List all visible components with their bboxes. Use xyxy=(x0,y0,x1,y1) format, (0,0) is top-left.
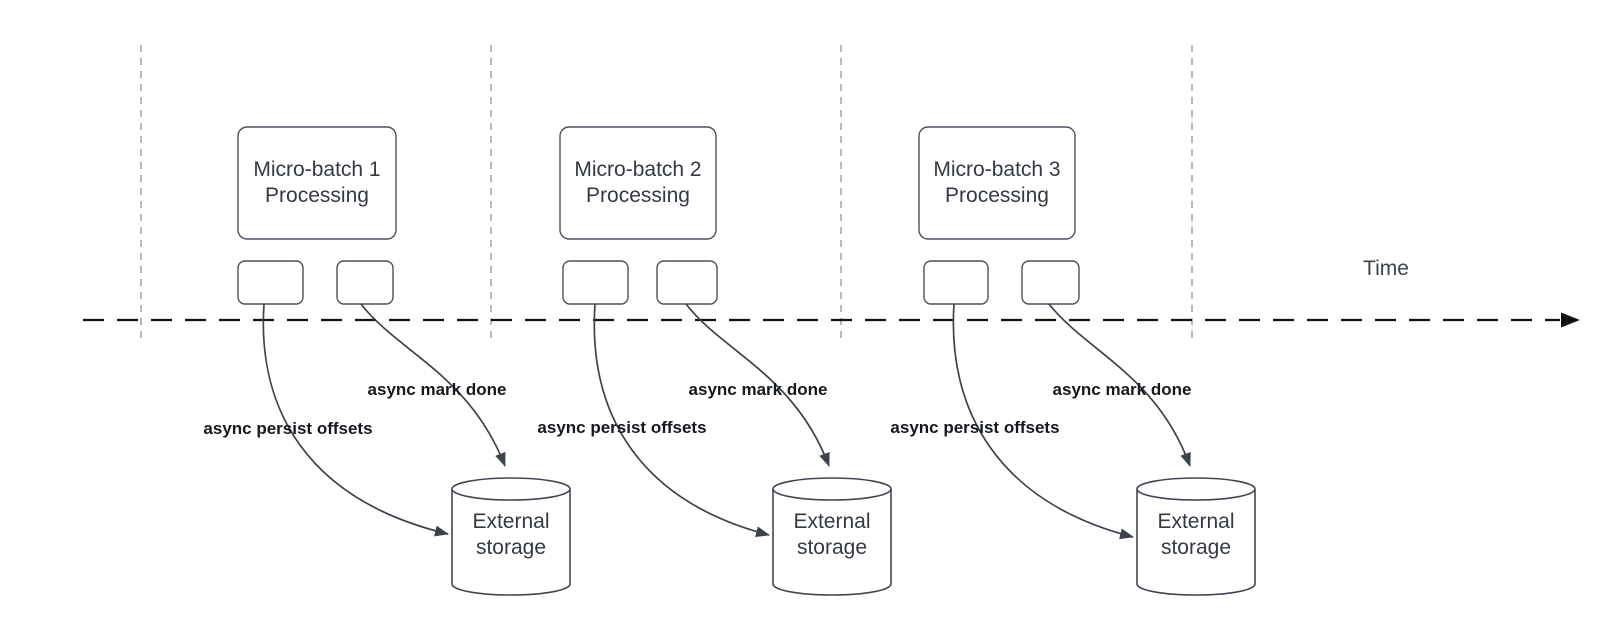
microbatch-2-storage-label-line1: External xyxy=(793,510,870,533)
microbatch-1-box-title-line2: Processing xyxy=(265,184,369,207)
microbatch-2-group: Micro-batch 2 Processing async persist o… xyxy=(537,126,892,596)
microbatch-2-persist-arrow xyxy=(593,303,770,538)
microbatch-2-box-title-line2: Processing xyxy=(586,184,690,207)
microbatch-2-box xyxy=(559,126,717,240)
microbatch-3-storage-cylinder: External storage xyxy=(1136,477,1256,596)
microbatch-1-done-arrow xyxy=(360,303,506,467)
time-axis-arrowhead xyxy=(1561,312,1580,328)
microbatch-1-storage-label-line1: External xyxy=(472,510,549,533)
microbatch-2-done-box xyxy=(656,260,718,305)
microbatch-3-persist-label: async persist offsets xyxy=(890,418,1059,437)
time-axis: Time xyxy=(83,257,1580,328)
microbatch-3-done-arrow xyxy=(1048,303,1191,467)
microbatch-1-box xyxy=(237,126,397,240)
microbatch-3-storage-label-line1: External xyxy=(1157,510,1234,533)
microbatch-3-persist-arrow xyxy=(952,303,1134,540)
microbatch-1-done-box xyxy=(336,260,394,305)
microbatch-2-offset-box xyxy=(562,260,629,305)
microbatch-2-storage-label-line2: storage xyxy=(797,536,867,559)
microbatch-1-box-title-line1: Micro-batch 1 xyxy=(253,158,380,181)
microbatch-1-offset-box xyxy=(237,260,304,305)
microbatch-3-done-box xyxy=(1021,260,1080,305)
microbatch-3-group: Micro-batch 3 Processing async persist o… xyxy=(890,126,1256,596)
microbatch-2-done-arrow xyxy=(685,303,830,467)
microbatch-2-done-label: async mark done xyxy=(689,380,828,399)
microbatch-1-done-label: async mark done xyxy=(368,380,507,399)
microbatch-2-persist-label: async persist offsets xyxy=(537,418,706,437)
microbatch-3-done-label: async mark done xyxy=(1053,380,1192,399)
microbatch-1-storage-cylinder: External storage xyxy=(451,477,571,596)
microbatch-2-storage-cylinder: External storage xyxy=(772,477,892,596)
microbatch-3-offset-box xyxy=(923,260,989,305)
microbatch-1-group: Micro-batch 1 Processing async persist o… xyxy=(203,126,571,596)
microbatch-3-storage-label-line2: storage xyxy=(1161,536,1231,559)
microbatch-2-box-title-line1: Micro-batch 2 xyxy=(574,158,701,181)
microbatch-3-box-title-line2: Processing xyxy=(945,184,1049,207)
microbatch-1-storage-label-line2: storage xyxy=(476,536,546,559)
microbatch-3-box-title-line1: Micro-batch 3 xyxy=(933,158,1060,181)
microbatch-1-persist-arrow xyxy=(262,303,449,537)
microbatch-3-box xyxy=(918,126,1076,240)
time-axis-label: Time xyxy=(1363,257,1409,280)
microbatch-1-persist-label: async persist offsets xyxy=(203,419,372,438)
